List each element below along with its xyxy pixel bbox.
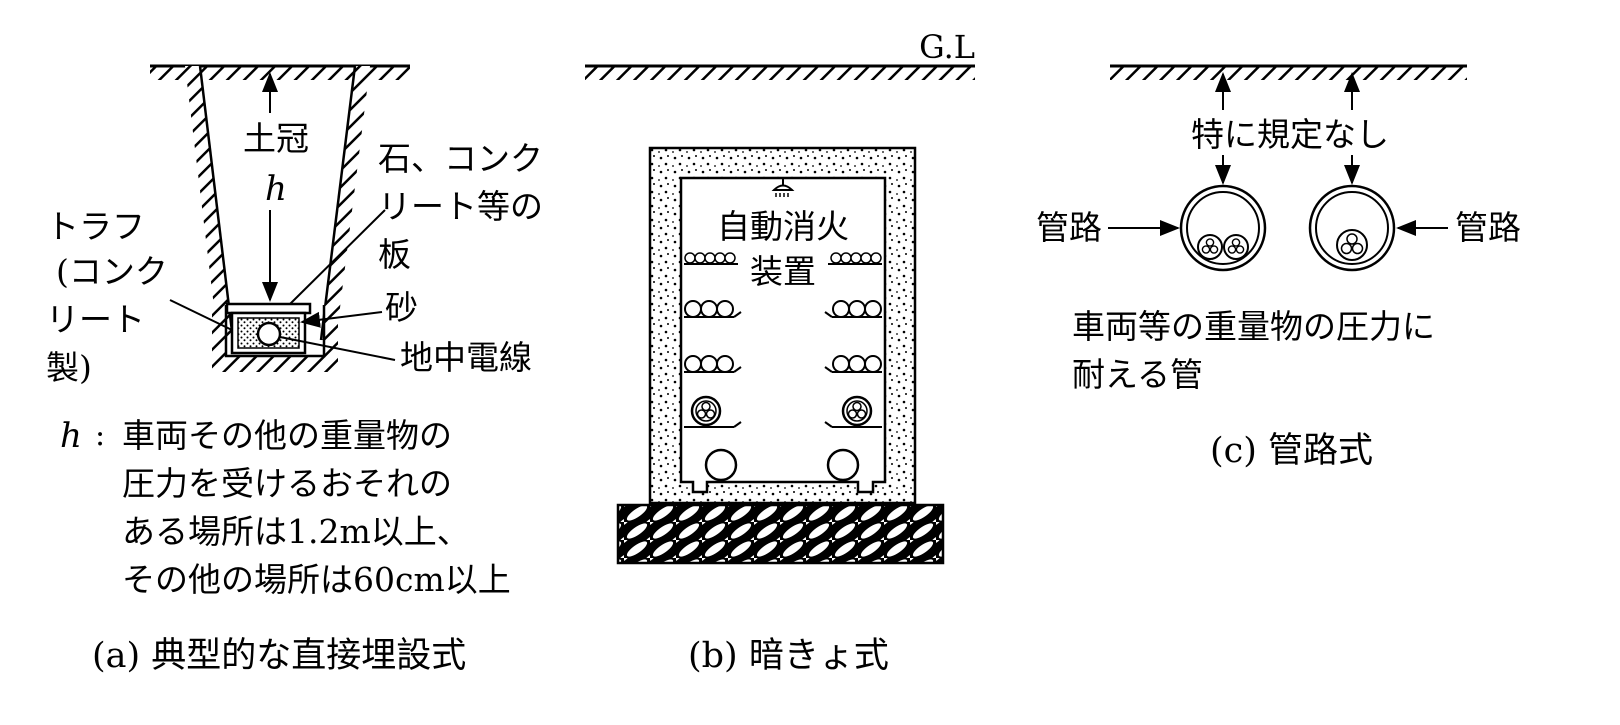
trench-edge-left <box>198 65 235 341</box>
trench-wall-right <box>321 66 370 340</box>
trough-label-line-3: リート <box>46 300 145 339</box>
shelf-left-2 <box>684 300 742 318</box>
trench-bottom-edge <box>224 305 326 358</box>
foundation <box>616 503 945 565</box>
note-line-4: その他の場所は60cm以上 <box>122 560 511 599</box>
slab-label-line-3: 板 <box>378 235 411 274</box>
cover-label: 土冠 <box>243 119 309 158</box>
caption-c: (c) 管路式 <box>1210 431 1373 471</box>
note-line-1: 車両その他の重量物の <box>122 416 452 455</box>
trough-label-line-2: (コンク <box>56 252 168 291</box>
pipe-note-line-2: 耐える管 <box>1072 355 1203 394</box>
conduit-left <box>1179 184 1267 272</box>
pipe-note-line-1: 車両等の重量物の圧力に <box>1072 307 1435 346</box>
panel-c-conduit: 特に規定なし 管路 管路 車両等の重量物の <box>1036 64 1521 471</box>
note-symbol: h <box>60 416 82 456</box>
equipment-label-line-1: 自動消火 <box>717 207 849 246</box>
cover-symbol: h <box>265 169 287 209</box>
trough-label-line-4: 製) <box>46 348 92 387</box>
unspecified-label: 特に規定なし <box>1191 115 1389 154</box>
ground-hatch-c <box>1110 66 1467 80</box>
caption-a: (a) 典型的な直接埋設式 <box>92 636 466 676</box>
shelf-left-1 <box>684 252 738 265</box>
sand-arrow <box>300 311 383 328</box>
shelf-right-2 <box>824 300 882 318</box>
ground-hatch-b <box>585 66 975 80</box>
cable-circle <box>256 321 282 347</box>
sand-label: 砂 <box>385 288 418 327</box>
panel-a-direct-burial: 土冠 h 石、コンク リート等の 板 トラフ (コンク リート 製) 砂 地中電… <box>46 64 543 676</box>
shelf-right-1 <box>828 252 882 265</box>
trough-label-line-1: トラフ <box>46 207 145 246</box>
trench-bottom <box>212 305 338 372</box>
note-colon: : <box>95 418 105 453</box>
trough-leader <box>169 299 233 331</box>
conduit-right <box>1308 184 1396 272</box>
shelf-right-3 <box>824 355 882 373</box>
panel-b-culvert: G.L 自動消火 装置 <box>585 28 975 676</box>
pipe-label-left: 管路 <box>1036 208 1102 247</box>
ground-hatch-a <box>150 66 410 80</box>
slab-label-line-1: 石、コンク <box>378 139 543 178</box>
floor-pipe-right <box>826 448 860 482</box>
sprinkler-icon <box>771 178 795 197</box>
slab-plate <box>225 302 312 315</box>
shelf-left-4 <box>684 395 742 428</box>
caption-b: (b) 暗きょ式 <box>688 636 889 676</box>
trench-edge-right <box>319 65 357 341</box>
note-line-3: ある場所は1.2m以上、 <box>122 512 470 551</box>
trench-wall-left <box>185 66 233 340</box>
shelf-left-3 <box>684 355 742 373</box>
equipment-label-line-2: 装置 <box>750 252 816 291</box>
ground-level-label: G.L <box>919 28 975 66</box>
slab-leader <box>289 209 386 305</box>
cable-leader <box>279 336 396 361</box>
pipe-label-right: 管路 <box>1455 208 1521 247</box>
cable-label: 地中電線 <box>400 338 532 377</box>
shelf-right-4 <box>824 395 882 428</box>
note-line-2: 圧力を受けるおそれの <box>122 464 452 503</box>
slab-label-line-2: リート等の <box>378 187 543 226</box>
floor-pipe-left <box>704 448 738 482</box>
